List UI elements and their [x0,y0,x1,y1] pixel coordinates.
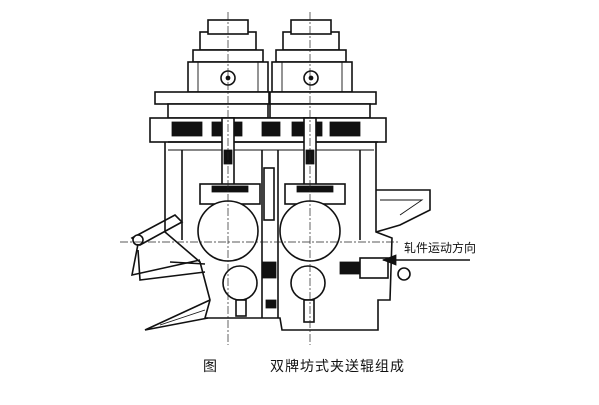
left-cylinder-assembly [154,19,270,119]
direction-callout: 轧件运动方向 [381,240,476,266]
lower-roll-details [235,257,411,323]
caption-title: 双牌坊式夹送辊组成 [270,359,405,375]
direction-arrow-head [381,254,397,266]
center-lines [120,12,400,345]
main-frame [164,142,431,331]
figure-caption: 图 双牌坊式夹送辊组成 [0,356,599,380]
caption-figure-label: 图 [203,359,217,375]
left-guide-arms [130,214,211,331]
cross-beam [149,117,387,143]
right-cylinder-assembly [269,19,377,119]
direction-label: 轧件运动方向 [404,240,476,255]
lower-roll-right [290,265,326,301]
